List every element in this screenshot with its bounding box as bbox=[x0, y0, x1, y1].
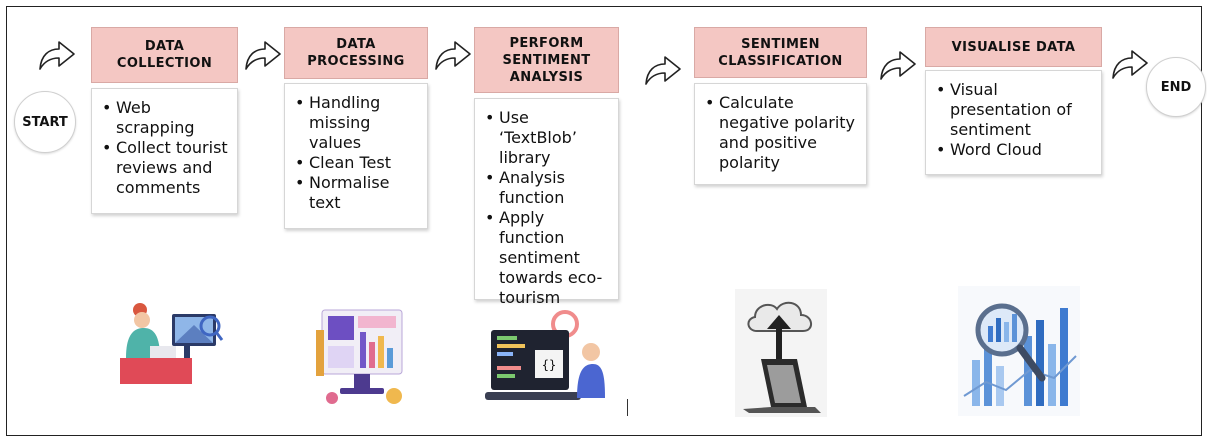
step-body-visualise-data: Visual presentation of sentiment Word Cl… bbox=[925, 70, 1102, 175]
start-label: START bbox=[22, 114, 68, 130]
cloud-upload-laptop-icon bbox=[735, 289, 827, 417]
step-header-sentiment-classification: SENTIMEN CLASSIFICATION bbox=[694, 27, 867, 78]
flow-arrow-icon bbox=[39, 41, 75, 70]
bullet-item: Apply function sentiment towards eco-tou… bbox=[485, 208, 610, 308]
bullet-item: Clean Test bbox=[295, 153, 419, 173]
bullet-item: Analysis function bbox=[485, 168, 610, 208]
end-node: END bbox=[1146, 57, 1206, 117]
svg-text:{}: {} bbox=[542, 358, 556, 372]
person-laptop-icon bbox=[120, 303, 224, 384]
step-body-data-collection: Web scrapping Collect tourist reviews an… bbox=[91, 88, 238, 214]
bullet-item: Collect tourist reviews and comments bbox=[102, 138, 229, 198]
step-body-sentiment-classification: Calculate negative polarity and positive… bbox=[694, 83, 867, 185]
bullet-item: Web scrapping bbox=[102, 98, 229, 138]
bullet-item: Handling missing values bbox=[295, 93, 419, 153]
end-label: END bbox=[1160, 79, 1192, 95]
flow-arrow-icon bbox=[245, 41, 281, 70]
text-cursor bbox=[627, 399, 628, 416]
flow-arrow-icon bbox=[1112, 50, 1148, 79]
code-screen-icon: {} bbox=[485, 310, 605, 400]
step-header-sentiment-analysis: PERFORM SENTIMENT ANALYSIS bbox=[474, 27, 619, 93]
flow-arrow-icon bbox=[880, 51, 916, 80]
step-header-data-processing: DATA PROCESSING bbox=[284, 27, 428, 79]
step-body-sentiment-analysis: Use ‘TextBlob’ library Analysis function… bbox=[474, 98, 619, 307]
step-body-data-processing: Handling missing values Clean Test Norma… bbox=[284, 83, 428, 229]
bullet-item: Use ‘TextBlob’ library bbox=[485, 108, 610, 168]
bullet-item: Calculate negative polarity and positive… bbox=[705, 93, 858, 173]
magnifier-chart-icon bbox=[958, 286, 1080, 416]
flow-arrow-icon bbox=[435, 41, 471, 70]
step-header-data-collection: DATA COLLECTION bbox=[91, 27, 238, 83]
bullet-item: Normalise text bbox=[295, 173, 419, 213]
start-node: START bbox=[14, 91, 76, 153]
bullet-item: Visual presentation of sentiment bbox=[936, 80, 1093, 140]
flow-arrow-icon bbox=[645, 56, 681, 85]
bullet-item: Word Cloud bbox=[936, 140, 1093, 160]
step-header-visualise-data: VISUALISE DATA bbox=[925, 27, 1102, 67]
dashboard-monitor-icon bbox=[316, 309, 403, 404]
